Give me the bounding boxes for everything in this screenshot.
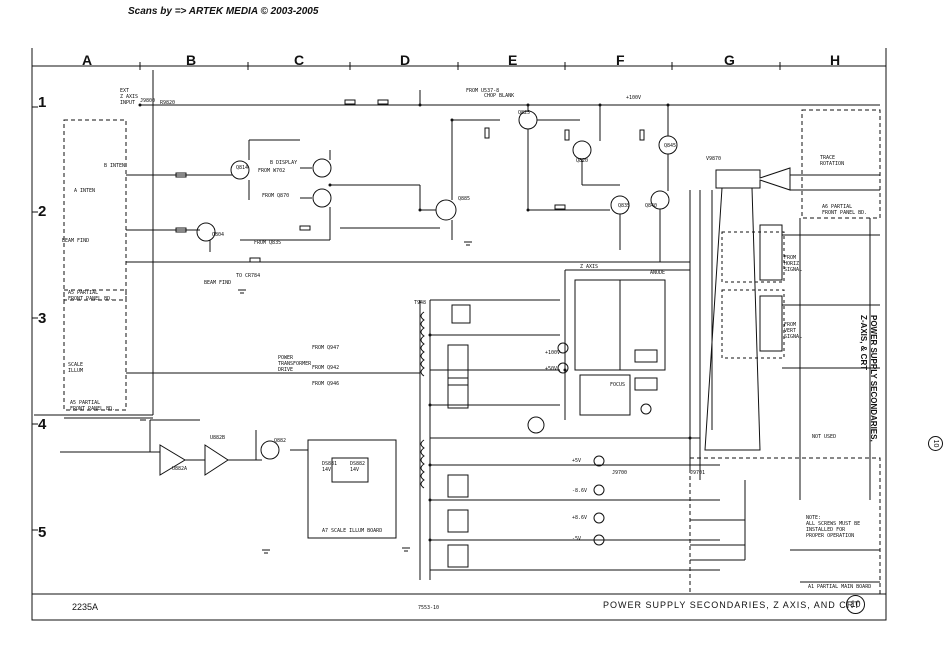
scale-illum-label: SCALE ILLUM (68, 362, 84, 374)
trace-rotation-label: TRACE ROTATION (820, 155, 845, 167)
power-transformer-drive-label: POWER TRANSFORMER DRIVE (278, 355, 312, 373)
b-display-label: B DISPLAY (270, 160, 298, 166)
r9820-label: R9820 (160, 100, 176, 106)
column-header-d: D (400, 52, 411, 68)
from-vert-signal-label: FROM VERT SIGNAL (784, 322, 803, 340)
minus-8v-label: -8.6V (572, 488, 588, 494)
row-header-3: 3 (38, 310, 47, 327)
sheet-number-badge: 10 (846, 595, 865, 614)
chop-blank-label: CHOP BLANK (484, 93, 515, 99)
ds881-label: DS881 14V (322, 461, 338, 473)
side-sheet-number: 10 (928, 436, 943, 451)
row-header-2: 2 (38, 203, 47, 220)
column-header-c: C (294, 52, 305, 68)
scan-credit: Scans by => ARTEK MEDIA © 2003-2005 (128, 6, 319, 17)
u882b-label: U882B (210, 435, 226, 441)
a5-front-panel-label: A5 PARTIAL FRONT PANEL BD. (70, 400, 116, 412)
a6-front-panel-label: A6 PARTIAL FRONT PANEL BD. (822, 204, 868, 216)
plus-100v-out-label: +100V (545, 350, 561, 356)
from-q835-label: FROM Q835 (254, 240, 282, 246)
drawing-title: POWER SUPPLY SECONDARIES, Z AXIS, AND CR… (603, 600, 861, 610)
a-inten-label: A INTEN (74, 188, 96, 194)
column-header-b: B (186, 52, 197, 68)
j9701-label: J9701 (690, 470, 706, 476)
column-header-e: E (508, 52, 518, 68)
a1-main-board-label: A1 PARTIAL MAIN BOARD (808, 584, 872, 590)
model-number: 2235A (72, 602, 99, 612)
from-q942-label: FROM Q942 (312, 365, 340, 371)
q820-label: Q820 (576, 158, 589, 164)
anode-label: ANODE (650, 270, 666, 276)
drawing-border (31, 65, 887, 595)
q845-label: Q845 (664, 143, 677, 149)
plus-8v-label: +8.6V (572, 515, 588, 521)
from-w702-label: FROM W702 (258, 168, 286, 174)
column-header-f: F (616, 52, 625, 68)
q840-label: Q840 (645, 203, 658, 209)
from-q946-label: FROM Q946 (312, 381, 340, 387)
a5-front-panel-box-top (63, 119, 127, 301)
beam-find-signal-label: BEAM FIND (204, 280, 232, 286)
a5-front-panel-box-bottom (63, 289, 127, 411)
drawing-code: 7553-10 (418, 605, 440, 611)
from-q947-label: FROM Q947 (312, 345, 340, 351)
from-u537-label: FROM U537-8 (466, 88, 500, 94)
v9870-crt-label: V9870 (706, 156, 722, 162)
to-cr784-label: TO CR784 (236, 273, 261, 279)
title-block-border (31, 593, 887, 621)
from-horiz-signal-label: FROM HORIZ SIGNAL (784, 255, 803, 273)
row-header-4: 4 (38, 416, 47, 433)
beam-find-switch-label: BEAM FIND (62, 238, 90, 244)
row-header-5: 5 (38, 524, 47, 541)
column-header-h: H (830, 52, 841, 68)
a5-front-panel-label-top: A5 PARTIAL FRONT PANEL BD. (68, 290, 114, 302)
a7-scale-illum-label: A7 SCALE ILLUM BOARD (322, 528, 383, 534)
q882-label: Q882 (274, 438, 287, 444)
q835-label: Q835 (618, 203, 631, 209)
q825-label: Q825 (518, 110, 531, 116)
screws-note-label: NOTE: ALL SCREWS MUST BE INSTALLED FOR P… (806, 515, 861, 539)
column-header-a: A (82, 52, 93, 68)
ds882-label: DS882 14V (350, 461, 366, 473)
q804-label: Q804 (212, 232, 225, 238)
plus-50v-label: +50V (545, 366, 558, 372)
u882a-label: U882A (172, 466, 188, 472)
column-header-g: G (724, 52, 735, 68)
plus-100v-label: +100V (626, 95, 642, 101)
from-q870-label: FROM Q870 (262, 193, 290, 199)
j9700-label: J9700 (612, 470, 628, 476)
focus-label: FOCUS (610, 382, 626, 388)
minus-5v-label: -5V (572, 536, 582, 542)
row-header-1: 1 (38, 94, 47, 111)
j9800-label: J9800 (140, 98, 156, 104)
plus-5v-label: +5V (572, 458, 582, 464)
t948-label: T948 (414, 300, 427, 306)
b-inten-label: B INTEN (104, 163, 126, 169)
ext-z-axis-label: EXT Z AXIS INPUT (120, 88, 139, 106)
q814-label: Q814 (236, 165, 249, 171)
not-used-label: NOT USED (812, 434, 837, 440)
z-axis-label: Z AXIS (580, 264, 599, 270)
q885-label: Q885 (458, 196, 471, 202)
side-title: POWER SUPPLY SECONDARIES, Z-AXIS, & CRT (859, 315, 878, 442)
